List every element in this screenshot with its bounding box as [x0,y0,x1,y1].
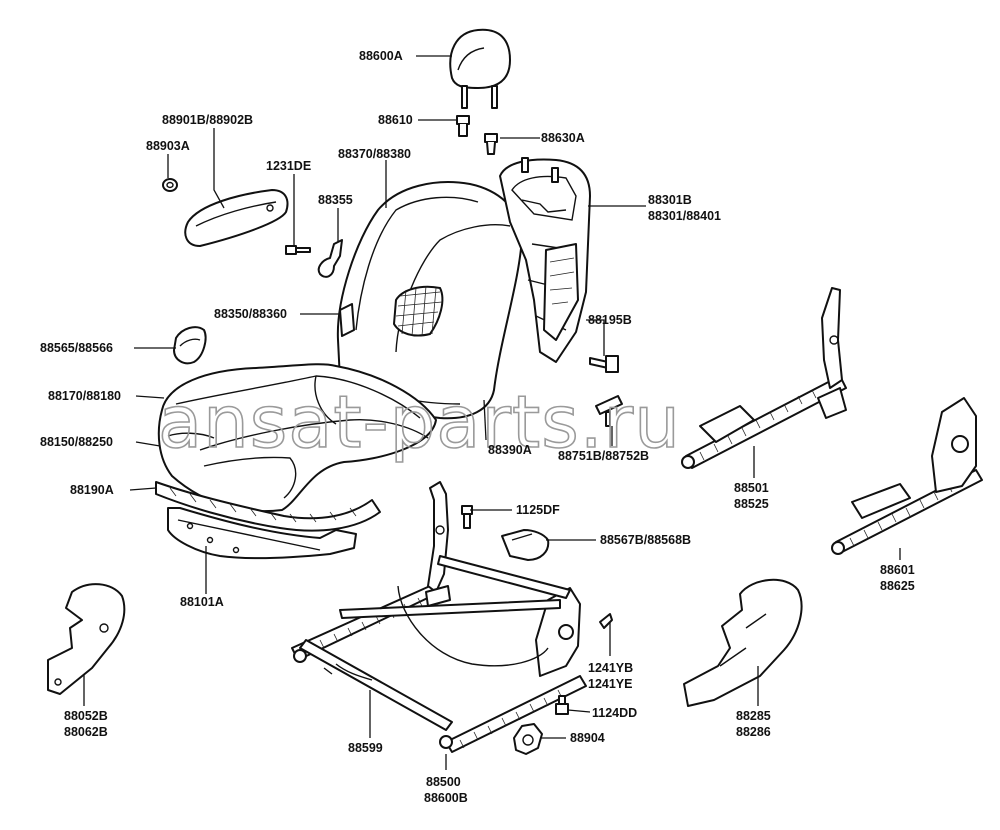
seat-back-cushion[interactable] [336,181,523,420]
bolt-88195B[interactable] [589,355,619,373]
side-cover-left[interactable] [47,583,126,695]
label-88601[interactable]: 88601 [880,563,915,577]
label-88301[interactable]: 88301/88401 [648,209,721,223]
bolt-1231DE[interactable] [285,245,311,255]
label-88500[interactable]: 88500 [426,775,461,789]
label-88600B[interactable]: 88600B [424,791,468,805]
watermark: ansat-parts.ru [158,380,681,464]
seat-back-frame[interactable] [499,157,591,363]
side-cover-right[interactable] [683,578,803,707]
cover-88565[interactable] [173,326,207,365]
label-1125DF[interactable]: 1125DF [516,503,560,517]
headrest-guide-88610[interactable] [456,115,470,137]
label-88600A[interactable]: 88600A [359,49,403,63]
label-88101A[interactable]: 88101A [180,595,224,609]
seat-rail-88601[interactable] [831,397,983,555]
cap-88903A[interactable] [162,178,178,192]
label-88610[interactable]: 88610 [378,113,413,127]
lever-88751B[interactable] [595,395,623,427]
label-88190A[interactable]: 88190A [70,483,114,497]
label-88751B[interactable]: 88751B/88752B [558,449,649,463]
label-88390A[interactable]: 88390A [488,443,532,457]
label-88599[interactable]: 88599 [348,741,383,755]
label-1231DE[interactable]: 1231DE [266,159,311,173]
label-88370[interactable]: 88370/88380 [338,147,411,161]
label-88301B[interactable]: 88301B [648,193,692,207]
label-88052B[interactable]: 88052B [64,709,108,723]
cover-88567B[interactable] [501,529,550,561]
seat-cushion-pad[interactable] [155,481,381,532]
clip-1241YB[interactable] [599,613,613,629]
label-88150[interactable]: 88150/88250 [40,435,113,449]
label-1241YB[interactable]: 1241YB [588,661,633,675]
seat-cushion[interactable] [157,363,437,513]
bolt-1124DD[interactable] [555,695,569,715]
label-88355[interactable]: 88355 [318,193,353,207]
seat-rail-88501[interactable] [681,287,847,469]
label-88286[interactable]: 88286 [736,725,771,739]
label-88903A[interactable]: 88903A [146,139,190,153]
label-88904[interactable]: 88904 [570,731,605,745]
label-88170[interactable]: 88170/88180 [48,389,121,403]
part-labels: 88600A 88610 88630A 88901B/88902B 88903A… [40,49,915,805]
label-88625[interactable]: 88625 [880,579,915,593]
bracket-88355[interactable] [317,239,343,278]
knob-88904[interactable] [513,723,543,755]
label-88350[interactable]: 88350/88360 [214,307,287,321]
label-1241YE[interactable]: 1241YE [588,677,632,691]
headrest[interactable] [449,28,511,109]
label-88525[interactable]: 88525 [734,497,769,511]
label-88565[interactable]: 88565/88566 [40,341,113,355]
bolt-1125DF[interactable] [461,505,473,529]
leader-lines [83,55,901,770]
seat-cushion-frame[interactable] [167,507,357,560]
label-88630A[interactable]: 88630A [541,131,585,145]
label-88567B[interactable]: 88567B/88568B [600,533,691,547]
label-88901B[interactable]: 88901B/88902B [162,113,253,127]
seat-track-assembly[interactable] [291,481,587,753]
headrest-guide-88630A[interactable] [484,133,498,155]
label-88285[interactable]: 88285 [736,709,771,723]
label-1124DD[interactable]: 1124DD [592,706,637,720]
label-88062B[interactable]: 88062B [64,725,108,739]
armrest[interactable] [184,189,289,247]
label-88195B[interactable]: 88195B [588,313,632,327]
label-88501[interactable]: 88501 [734,481,769,495]
